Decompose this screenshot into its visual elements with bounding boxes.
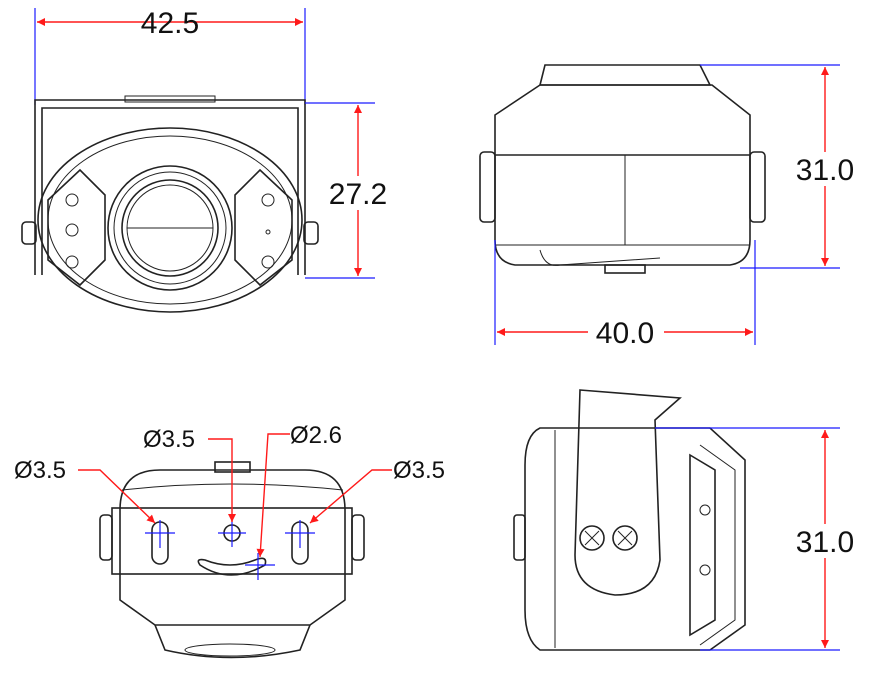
hole-right-label: Ø3.5 bbox=[393, 457, 445, 484]
rear-height-dimension-label: 31.0 bbox=[796, 526, 854, 559]
hole-center-label: Ø3.5 bbox=[143, 426, 195, 453]
height-dimension-label: 27.2 bbox=[329, 178, 387, 211]
side-width-dimension-label: 40.0 bbox=[596, 317, 654, 350]
bottom-view: Ø3.5 Ø3.5 Ø2.6 Ø3.5 bbox=[14, 422, 445, 659]
hole-slot-label: Ø2.6 bbox=[290, 422, 342, 449]
front-view: 42.5 27.2 bbox=[21, 7, 394, 313]
side-view: 31.0 40.0 bbox=[479, 64, 862, 350]
rear-side-view: 31.0 bbox=[513, 389, 862, 651]
hole-left-label: Ø3.5 bbox=[14, 457, 66, 484]
width-dimension-label: 42.5 bbox=[141, 7, 199, 40]
side-height-dimension-label: 31.0 bbox=[796, 154, 854, 187]
